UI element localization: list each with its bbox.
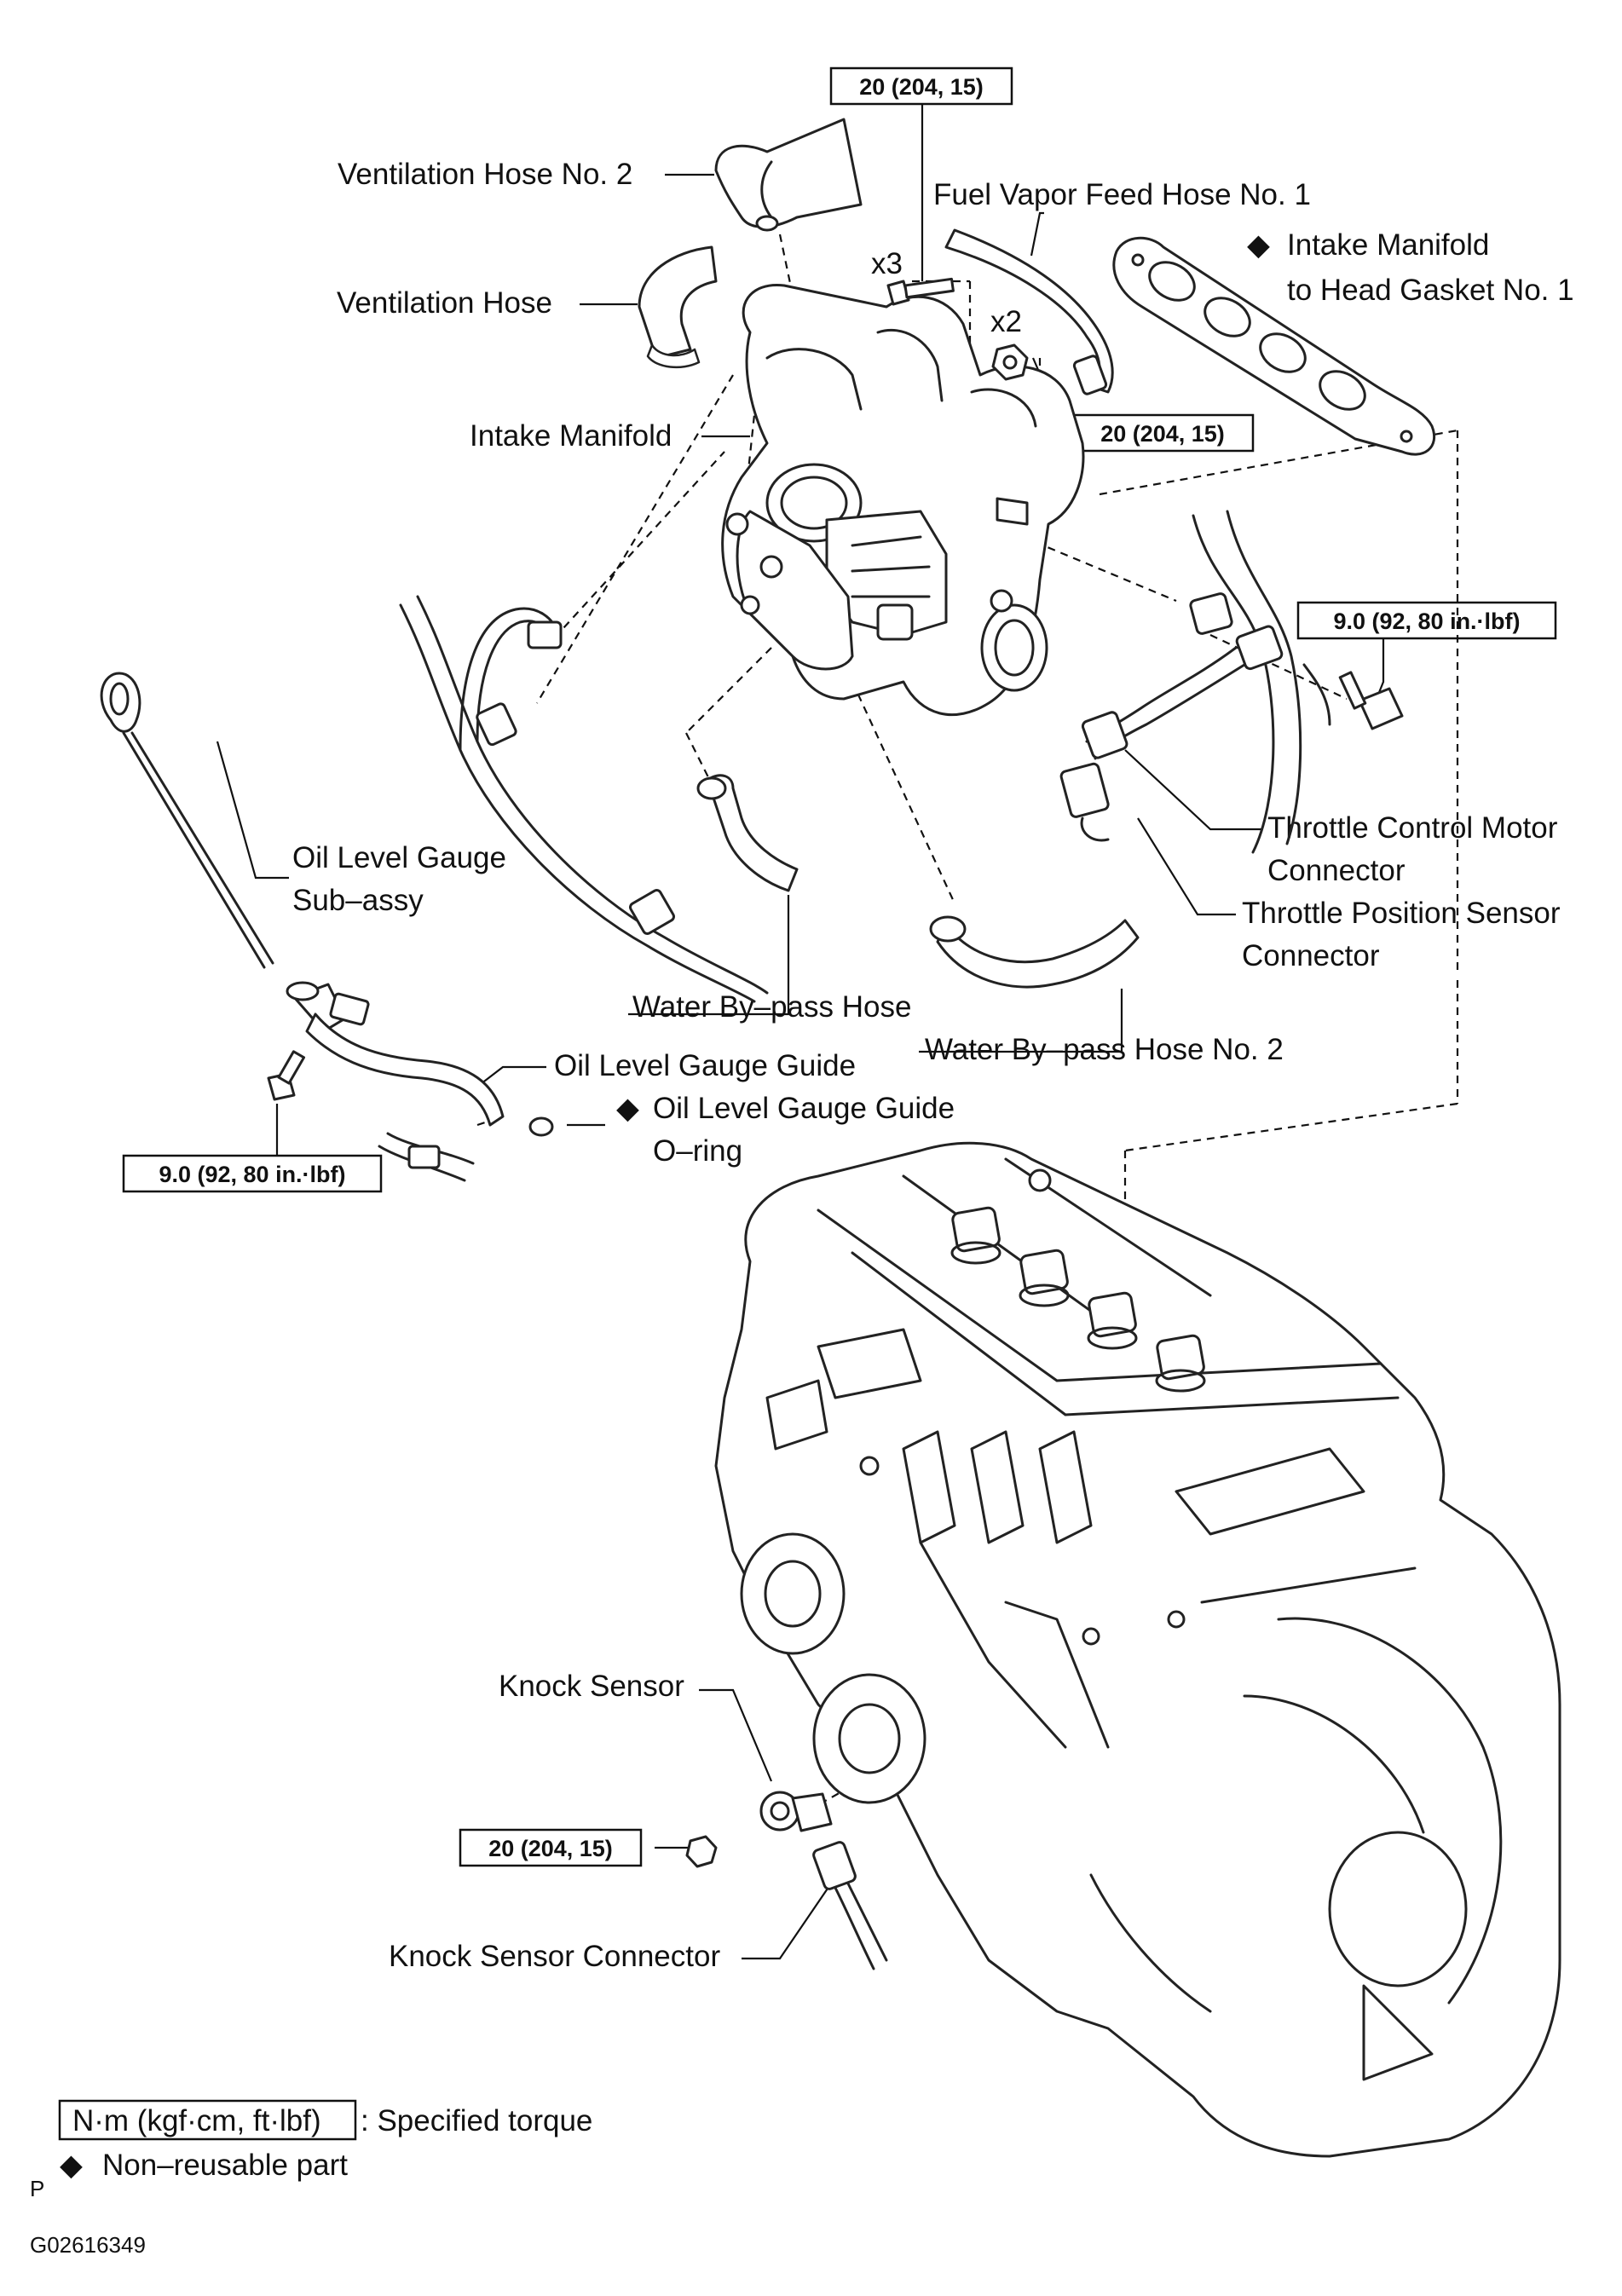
- nut-x2: [991, 343, 1029, 381]
- label-ventilation-hose-2: Ventilation Hose No. 2: [338, 158, 632, 191]
- legend-torque-unit: N·m (kgf·cm, ft·lbf): [72, 2104, 321, 2137]
- footer-p: P: [30, 2176, 44, 2201]
- harness-bottom-left: [378, 1132, 475, 1182]
- bolt-left: [267, 1050, 306, 1101]
- nonreusable-diamond-icon: ◆: [1247, 228, 1270, 262]
- legend-nonreusable: Non–reusable part: [102, 2149, 348, 2182]
- label-throttle-motor-line1: Throttle Control Motor: [1267, 811, 1558, 845]
- label-throttle-motor-line2: Connector: [1267, 854, 1406, 887]
- label-ventilation-hose: Ventilation Hose: [337, 286, 552, 320]
- label-oil-level-gauge-line1: Oil Level Gauge: [292, 841, 506, 874]
- label-water-bypass-hose: Water By–pass Hose: [632, 990, 911, 1024]
- water-bypass-hose-2: [929, 915, 1140, 989]
- knock-sensor-connector: [812, 1841, 888, 1970]
- wire-harness-left: [399, 595, 769, 1003]
- leader-lines: [216, 105, 1385, 1960]
- label-water-bypass-hose-2: Water By–pass Hose No. 2: [925, 1033, 1284, 1066]
- label-oring-line2: O–ring: [653, 1134, 742, 1168]
- label-x3: x3: [871, 247, 903, 280]
- torque-value: 20 (204, 15): [1100, 421, 1225, 447]
- label-oil-gauge-guide: Oil Level Gauge Guide: [554, 1049, 856, 1082]
- intake-manifold-gasket: [1112, 236, 1435, 456]
- throttle-body: [725, 463, 948, 671]
- label-knock-sensor: Knock Sensor: [499, 1670, 684, 1703]
- ventilation-hose: [638, 245, 718, 369]
- torque-value: 9.0 (92, 80 in.·lbf): [159, 1162, 345, 1187]
- label-gasket-line2: to Head Gasket No. 1: [1287, 274, 1574, 307]
- label-intake-manifold: Intake Manifold: [470, 419, 672, 453]
- legend: N·m (kgf·cm, ft·lbf) : Specified torque …: [58, 2099, 592, 2182]
- torque-box-left: 9.0 (92, 80 in.·lbf): [122, 1154, 383, 1193]
- label-gasket-line1: Intake Manifold: [1287, 228, 1489, 262]
- torque-box-top: 20 (204, 15): [829, 66, 1013, 106]
- legend-diamond-icon: ◆: [60, 2149, 83, 2182]
- bolt-x3: [886, 277, 955, 306]
- torque-value: 9.0 (92, 80 in.·lbf): [1333, 609, 1520, 634]
- oil-level-gauge: [100, 672, 274, 969]
- oil-guide-oring: [528, 1116, 554, 1137]
- torque-value: 20 (204, 15): [488, 1836, 613, 1861]
- nonreusable-diamond-icon: ◆: [616, 1092, 639, 1125]
- knock-sensor-nut: [685, 1835, 718, 1868]
- label-tps-line1: Throttle Position Sensor: [1242, 897, 1561, 930]
- label-knock-sensor-connector: Knock Sensor Connector: [389, 1940, 720, 1973]
- torque-box-mid: 20 (204, 15): [1071, 413, 1255, 453]
- label-tps-line2: Connector: [1242, 939, 1380, 972]
- water-bypass-hose: [696, 774, 799, 892]
- label-oil-level-gauge-line2: Sub–assy: [292, 884, 424, 917]
- wire-harness-right: [1059, 510, 1331, 854]
- label-oring-line1: Oil Level Gauge Guide: [653, 1092, 955, 1125]
- legend-torque-desc: : Specified torque: [361, 2104, 592, 2137]
- label-x2: x2: [990, 305, 1022, 338]
- oil-level-gauge-guide: [286, 981, 505, 1127]
- torque-value: 20 (204, 15): [859, 74, 984, 100]
- knock-sensor: [759, 1791, 833, 1832]
- bolt-right: [1338, 671, 1404, 730]
- engine-block: [714, 1141, 1561, 2158]
- footer-figure-code: G02616349: [30, 2232, 146, 2258]
- ventilation-hose-2: [714, 118, 863, 232]
- fuel-vapor-feed-hose: [944, 228, 1114, 395]
- torque-box-right: 9.0 (92, 80 in.·lbf): [1296, 601, 1557, 640]
- torque-box-knock: 20 (204, 15): [459, 1828, 643, 1867]
- label-fuel-vapor-feed-hose: Fuel Vapor Feed Hose No. 1: [933, 178, 1311, 211]
